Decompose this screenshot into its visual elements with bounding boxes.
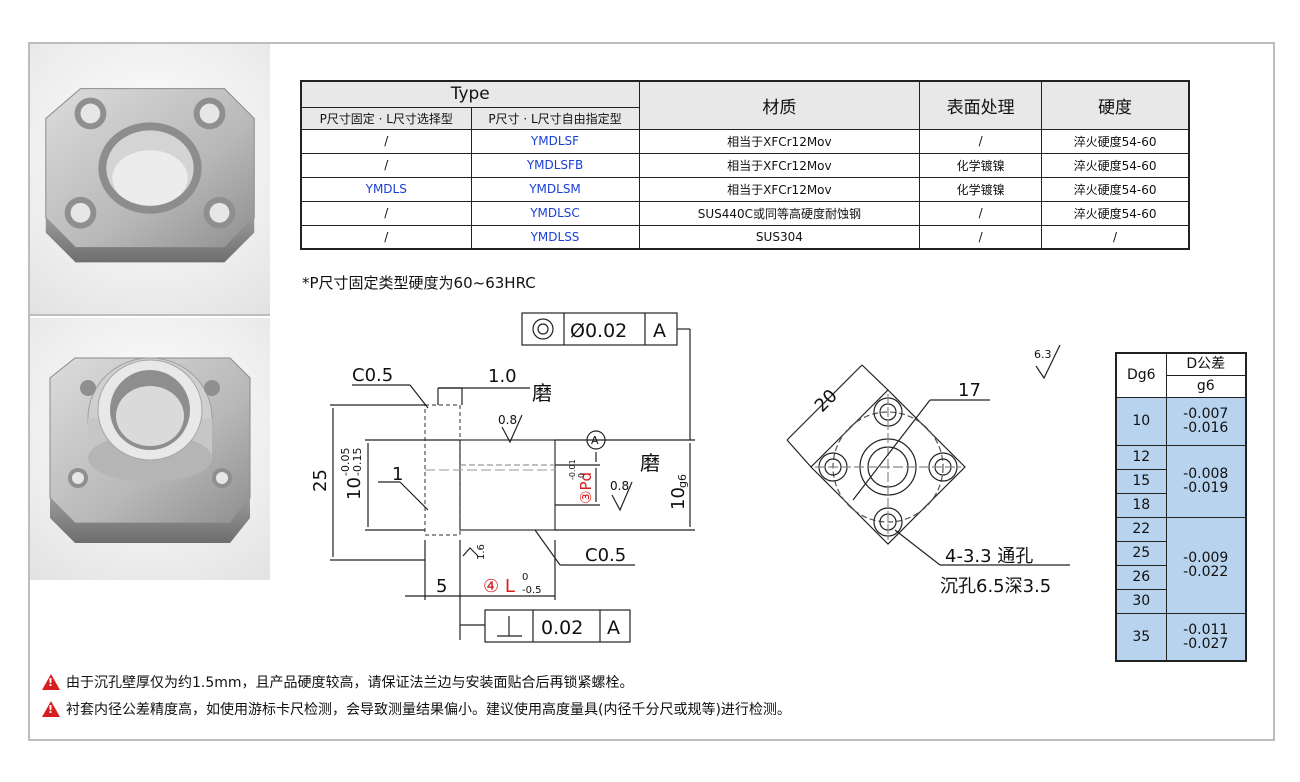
grind-label-1: 磨 — [532, 381, 552, 405]
cell-fixed: / — [300, 200, 472, 226]
holes-note-1: 4-3.3 通孔 — [945, 546, 1033, 567]
cell-d: 15 — [1115, 468, 1167, 494]
dim-25: 25 — [310, 469, 331, 492]
table-row: 12 -0.008-0.019 — [1115, 444, 1247, 518]
pd-tol-lower: 0 — [577, 473, 586, 478]
cell-hardness: / — [1041, 224, 1190, 250]
cell-free[interactable]: YMDLSC — [470, 200, 640, 226]
grind-label-2: 磨 — [640, 451, 660, 475]
concentricity-value: Ø0.02 — [570, 320, 627, 342]
warning-text-2: 衬套内径公差精度高，如使用游标卡尺检测，会导致测量结果偏小。建议使用高度量具(内… — [66, 702, 791, 718]
surface-header: 表面处理 — [919, 80, 1043, 130]
tol-lower: -0.15 — [351, 448, 364, 476]
roughness-1-6: 1.6 — [476, 544, 487, 560]
warning-1: 由于沉孔壁厚仅为约1.5mm，且产品硬度较高，请保证法兰边与安装面贴合后再锁紧螺… — [42, 672, 634, 692]
table-row: 22 -0.009-0.022 — [1115, 516, 1247, 614]
datum-a-marker: A — [591, 434, 599, 447]
cell-d: 25 — [1115, 540, 1167, 566]
table-row: 10 -0.007-0.016 — [1115, 396, 1247, 446]
pd-tol-upper: -0.01 — [568, 459, 577, 480]
cell-d: 10 — [1115, 396, 1167, 446]
cell-free[interactable]: YMDLSS — [470, 224, 640, 250]
tol-upper: -0.05 — [339, 448, 352, 476]
cell-d: 26 — [1115, 564, 1167, 590]
l-tol-lower: -0.5 — [522, 585, 542, 596]
cell-d: 22 — [1115, 516, 1167, 542]
cell-fixed: / — [300, 224, 472, 250]
warning-text-1: 由于沉孔壁厚仅为约1.5mm，且产品硬度较高，请保证法兰边与安装面贴合后再锁紧螺… — [66, 675, 634, 691]
l-tol-upper: 0 — [522, 572, 528, 583]
hardness-header: 硬度 — [1041, 80, 1190, 130]
d-tol-header: D公差 — [1165, 352, 1247, 376]
dim-5: 5 — [436, 576, 447, 597]
table-row: 35 -0.011-0.027 — [1115, 612, 1247, 662]
dim-1-0: 1.0 — [488, 366, 517, 387]
dg6-header: Dg6 — [1115, 352, 1167, 398]
cell-tol: -0.007-0.016 — [1165, 396, 1247, 446]
free-type-header: P尺寸 · L尺寸自由指定型 — [470, 106, 640, 130]
g6-header: g6 — [1165, 374, 1247, 398]
concentricity-datum: A — [653, 320, 666, 342]
fixed-type-header: P尺寸固定 · L尺寸选择型 — [300, 106, 472, 130]
dim-10-tol: 10 — [344, 477, 365, 500]
roughness-0-8-b: 0.8 — [610, 479, 629, 493]
cell-fixed: / — [300, 128, 472, 154]
cell-material: 相当于XFCr12Mov — [638, 176, 921, 202]
chamfer-bottom-label: C0.5 — [585, 545, 626, 566]
cell-tol: -0.008-0.019 — [1165, 444, 1247, 518]
product-photo-bottom — [30, 318, 270, 580]
cell-surface: / — [919, 128, 1043, 154]
chamfer-top-label: C0.5 — [352, 365, 393, 386]
roughness-6-3: 6.3 — [1034, 348, 1052, 361]
dim-17: 17 — [958, 380, 981, 401]
cell-material: SUS304 — [638, 224, 921, 250]
perpendicularity-value: 0.02 — [541, 617, 583, 639]
table-row: / YMDLSS SUS304 / / — [300, 224, 1190, 250]
cell-hardness: 淬火硬度54-60 — [1041, 152, 1190, 178]
cell-tol: -0.009-0.022 — [1165, 516, 1247, 614]
dg6-tolerance-table: Dg6 D公差 g6 10 -0.007-0.016 12 -0.008-0.0… — [1115, 352, 1247, 662]
warning-2: 衬套内径公差精度高，如使用游标卡尺检测，会导致测量结果偏小。建议使用高度量具(内… — [42, 699, 791, 719]
table-row: / YMDLSF 相当于XFCr12Mov / 淬火硬度54-60 — [300, 128, 1190, 154]
product-photo-top — [30, 44, 270, 316]
table-row: 15 — [1115, 468, 1246, 494]
pd-label: ③Pd — [577, 472, 595, 504]
cell-material: SUS440C或同等高硬度耐蚀钢 — [638, 200, 921, 226]
dim-1: 1 — [392, 464, 403, 485]
holes-note-2: 沉孔6.5深3.5 — [940, 576, 1051, 597]
warning-icon — [42, 701, 60, 717]
warning-icon — [42, 674, 60, 690]
roughness-0-8-a: 0.8 — [498, 413, 517, 427]
cell-d: 12 — [1115, 444, 1167, 470]
material-header: 材质 — [638, 80, 921, 130]
length-label: ④ L — [483, 576, 515, 597]
spec-table: Type 材质 表面处理 硬度 P尺寸固定 · L尺寸选择型 P尺寸 · L尺寸… — [300, 80, 1190, 250]
cell-d: 18 — [1115, 492, 1167, 518]
cell-surface: / — [919, 224, 1043, 250]
hardness-note: *P尺寸固定类型硬度为60~63HRC — [302, 274, 536, 292]
cell-d: 35 — [1115, 612, 1167, 662]
table-row: 18 — [1115, 492, 1246, 518]
g6-suffix: g6 — [676, 474, 689, 488]
cell-free[interactable]: YMDLSM — [470, 176, 640, 202]
dim-10-g6: 10 — [668, 487, 689, 510]
table-row: 30 — [1115, 588, 1246, 614]
cell-d: 30 — [1115, 588, 1167, 614]
table-row: YMDLS YMDLSM 相当于XFCr12Mov 化学镀镍 淬火硬度54-60 — [300, 176, 1190, 202]
cell-tol: -0.011-0.027 — [1165, 612, 1247, 662]
perpendicularity-datum: A — [607, 617, 620, 639]
cell-fixed[interactable]: YMDLS — [300, 176, 472, 202]
